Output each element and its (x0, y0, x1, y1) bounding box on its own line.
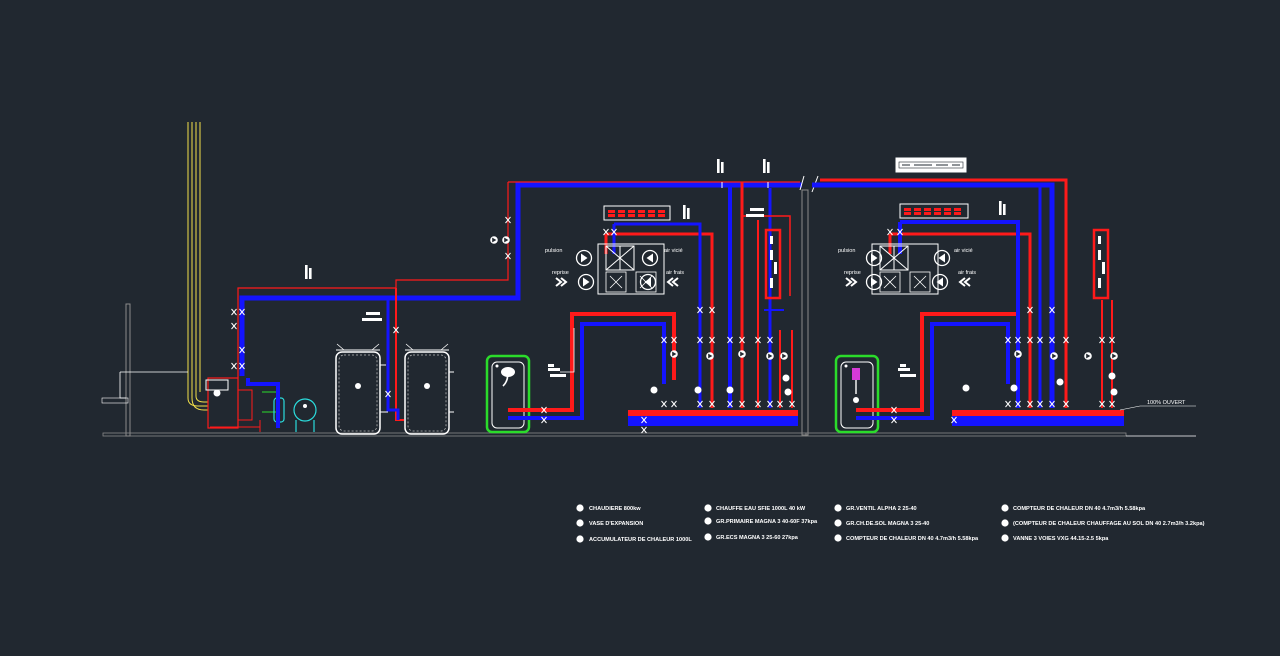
ahu-label-reprise: reprise (552, 270, 569, 276)
boiler (205, 287, 396, 432)
legend-text: VANNE 3 VOIES VXG 44.15-2.5 5kpa (1013, 536, 1109, 542)
legend-text: GR.VENTIL ALPHA 2 25-40 (846, 506, 917, 512)
ahu-label-air-vicie: air vicié (954, 248, 973, 254)
ahu-label-reprise: reprise (844, 270, 861, 276)
circle-icon (1001, 519, 1009, 527)
ahu-label-pulsion: pulsion (545, 248, 562, 254)
legend-item: VANNE 3 VOIES VXG 44.15-2.5 5kpa (1001, 534, 1109, 542)
ahu-label-air-frais: air frais (666, 270, 684, 276)
circle-icon (1001, 534, 1009, 542)
legend-item: GR.ECS MAGNA 3 25-60 27kpa (704, 533, 799, 541)
circle-icon (576, 535, 584, 543)
legend-text: COMPTEUR DE CHALEUR DN 40 4.7m3/h 5.58kp… (1013, 506, 1146, 512)
title-block (895, 157, 967, 173)
floor-line (102, 189, 1196, 437)
circle-icon (834, 504, 842, 512)
legend-item: GR.CH.DE.SOL MAGNA 3 25-40 (834, 519, 929, 527)
air-handling-unit-left: pulsion air vicié reprise air frais (545, 205, 782, 300)
legend-item: (COMPTEUR DE CHALEUR CHAUFFAGE AU SOL DN… (1001, 519, 1205, 527)
circle-icon (704, 533, 712, 541)
circle-icon (704, 517, 712, 525)
circle-icon (1001, 504, 1009, 512)
legend-text: GR.CH.DE.SOL MAGNA 3 25-40 (846, 521, 929, 527)
dhw-pipes-left (508, 312, 676, 420)
legend-item: GR.PRIMAIRE MAGNA 3 40-60F 37kpa (704, 517, 818, 525)
collector-right (952, 410, 1124, 426)
legend-text: VASE D'EXPANSION (589, 521, 643, 527)
circle-icon (834, 519, 842, 527)
equipment-tags (305, 159, 1006, 321)
ahu-label-air-vicie: air vicié (664, 248, 683, 254)
legend-item: VASE D'EXPANSION (576, 519, 643, 527)
legend: CHAUDIERE 800kw VASE D'EXPANSION ACCUMUL… (576, 504, 1205, 543)
legend-text: GR.ECS MAGNA 3 25-60 27kpa (716, 535, 799, 541)
collector-left (628, 410, 798, 426)
circle-icon (576, 519, 584, 527)
main-pipes-right (812, 178, 1068, 408)
legend-item: CHAUDIERE 800kw (576, 504, 641, 512)
distribution-risers-left (604, 182, 793, 408)
legend-text: CHAUDIERE 800kw (589, 506, 641, 512)
expansion-vessel (273, 397, 317, 432)
circle-icon (704, 504, 712, 512)
legend-item: CHAUFFE EAU SFIE 1000L 40 kW (704, 504, 806, 512)
valve-open-label: 100% OUVERT (1147, 400, 1186, 406)
dhw-tank-left (485, 354, 531, 434)
legend-text: (COMPTEUR DE CHALEUR CHAUFFAGE AU SOL DN… (1013, 521, 1205, 527)
dhw-tank-right (834, 354, 880, 434)
legend-item: COMPTEUR DE CHALEUR DN 40 4.7m3/h 5.58kp… (834, 534, 979, 542)
circle-icon (834, 534, 842, 542)
legend-text: COMPTEUR DE CHALEUR DN 40 4.7m3/h 5.58kp… (846, 536, 979, 542)
dhw-pipes-right (856, 312, 1020, 420)
chimney-flue (101, 122, 208, 437)
accumulator-tank (335, 343, 454, 435)
valves-pumps (231, 216, 1118, 434)
distribution-risers-right (888, 185, 1113, 408)
valve-open-annotation: 100% OUVERT (1119, 400, 1196, 411)
legend-item: GR.VENTIL ALPHA 2 25-40 (834, 504, 917, 512)
legend-item: ACCUMULATEUR DE CHALEUR 1000L (576, 535, 692, 543)
circle-icon (576, 504, 584, 512)
ahu-label-air-frais: air frais (958, 270, 976, 276)
legend-text: CHAUFFE EAU SFIE 1000L 40 kW (716, 506, 806, 512)
air-handling-unit-right: pulsion air vicié reprise air frais (838, 203, 1110, 300)
legend-text: ACCUMULATEUR DE CHALEUR 1000L (589, 537, 692, 543)
ahu-label-pulsion: pulsion (838, 248, 855, 254)
legend-text: GR.PRIMAIRE MAGNA 3 40-60F 37kpa (716, 519, 818, 525)
legend-item: COMPTEUR DE CHALEUR DN 40 4.7m3/h 5.58kp… (1001, 504, 1146, 512)
